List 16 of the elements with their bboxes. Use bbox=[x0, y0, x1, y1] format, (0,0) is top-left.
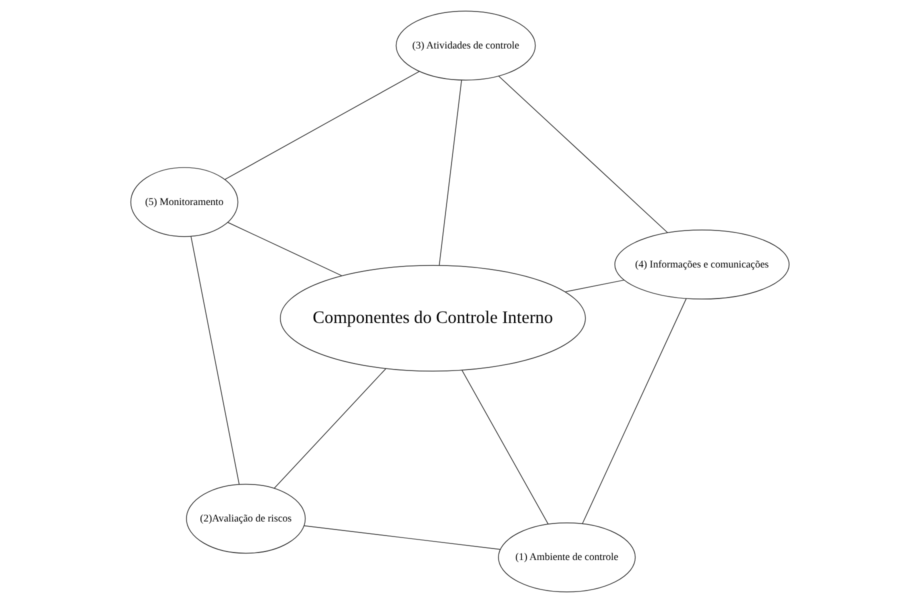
node-ellipse: (4) Informações e comunicações bbox=[614, 230, 790, 300]
node-ellipse: Componentes do Controle Interno bbox=[280, 265, 586, 372]
connector bbox=[438, 80, 462, 266]
connector bbox=[564, 280, 625, 292]
connector bbox=[274, 368, 386, 489]
node-ellipse: (2)Avaliação de riscos bbox=[186, 484, 306, 554]
connector bbox=[462, 370, 549, 525]
connector bbox=[498, 76, 668, 234]
connector bbox=[190, 236, 240, 485]
connector bbox=[304, 525, 500, 550]
node-ellipse: (3) Atividades de controle bbox=[396, 10, 536, 80]
connector bbox=[582, 298, 687, 524]
node-ellipse: (5) Monitoramento bbox=[130, 167, 238, 237]
connector bbox=[224, 71, 420, 180]
connector bbox=[227, 222, 342, 276]
node-ellipse: (1) Ambiente de controle bbox=[498, 522, 636, 592]
